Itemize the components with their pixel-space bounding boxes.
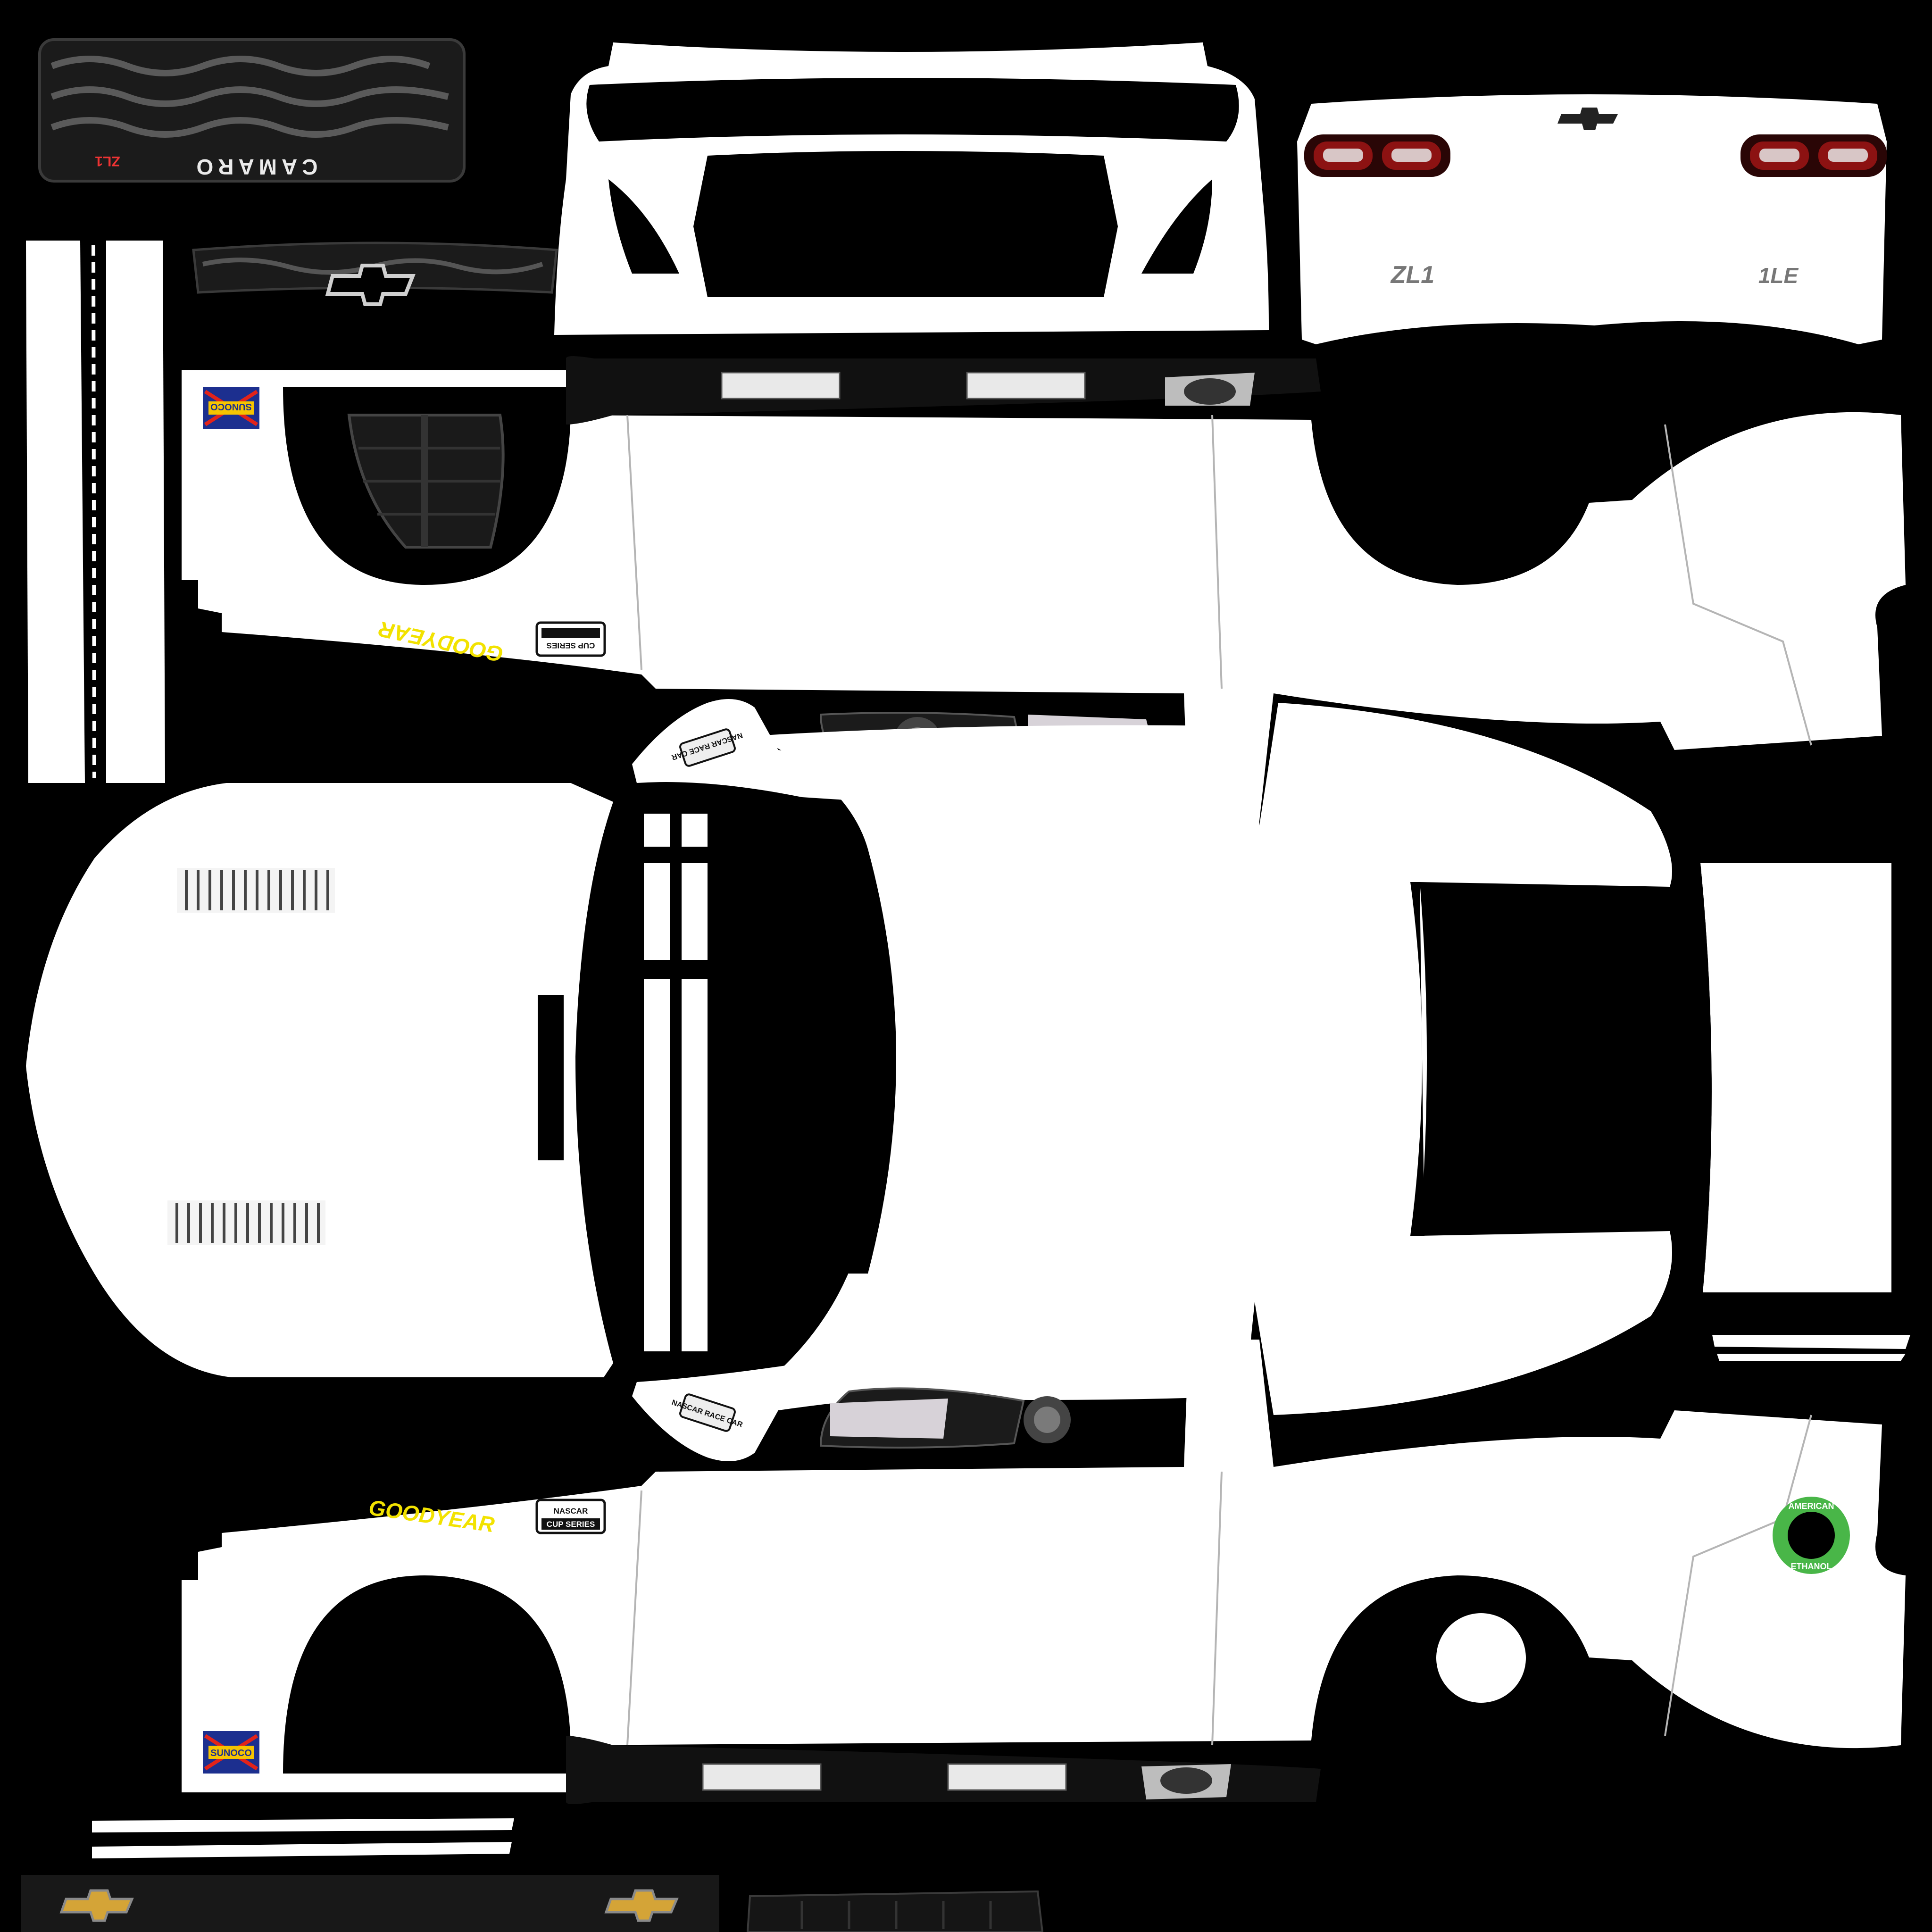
rear-diffuser-strip — [746, 1890, 1044, 1932]
upper-grille-panel: CAMARO ZL1 — [38, 38, 466, 183]
nascar-cup-series-decal-bottom: NASCAR CUP SERIES — [535, 1499, 606, 1534]
svg-text:NASCAR: NASCAR — [554, 1507, 588, 1516]
fender-vent-icon — [347, 414, 505, 549]
svg-text:SUNOCO: SUNOCO — [210, 1748, 252, 1758]
camaro-wordmark: CAMARO — [192, 155, 318, 179]
honeycomb-pattern — [50, 56, 449, 138]
hood-vent-icon — [177, 868, 335, 913]
nascar-cup-series-decal-top: NASCAR CUP SERIES — [535, 621, 606, 657]
side-vent-icon — [947, 1763, 1067, 1791]
svg-text:CUP SERIES: CUP SERIES — [547, 1520, 595, 1529]
svg-text:ETHANOL: ETHANOL — [1791, 1562, 1832, 1571]
headlight-strip-bottom: NASCAR RACE CAR — [632, 1344, 1208, 1461]
roof-panel — [755, 703, 1672, 1415]
sunoco-decal-bottom: SUNOCO — [203, 1731, 259, 1774]
hood-panel — [26, 783, 613, 1377]
zl1-rear-badge: ZL1 — [1390, 261, 1434, 289]
taillight-right — [1740, 134, 1887, 177]
fuel-filler-cap — [1436, 1613, 1526, 1703]
sunoco-decal-top: SUNOCO — [203, 387, 259, 429]
left-side-panel: SUNOCO GOODYEAR NASCAR CUP SERIES — [182, 356, 1906, 821]
cowl-stripes — [644, 814, 708, 1351]
zl1-badge: ZL1 — [95, 153, 120, 169]
bottom-strips — [92, 1818, 514, 1858]
chevrolet-bowtie-icon — [604, 1889, 679, 1922]
side-vent-icon — [702, 1763, 822, 1791]
hood-vent-icon — [167, 1200, 325, 1245]
chevrolet-bowtie-icon — [1557, 108, 1618, 130]
svg-text:NASCAR: NASCAR — [554, 641, 588, 650]
rear-fascia-strip — [21, 1875, 719, 1932]
1le-rear-badge: 1LE — [1758, 263, 1799, 288]
rear-panel: ZL1 1LE — [1297, 94, 1887, 344]
lower-grille — [192, 242, 558, 306]
decklid-panel — [1674, 863, 1891, 1292]
a-pillar-strip — [26, 241, 165, 783]
chevrolet-bowtie-icon — [325, 264, 416, 306]
taillight-left — [1304, 134, 1450, 177]
front-bumper-fascia — [554, 42, 1269, 335]
svg-text:AMERICAN: AMERICAN — [1789, 1501, 1834, 1511]
american-ethanol-decal: AMERICAN ETHANOL — [1773, 1497, 1850, 1574]
side-vent-icon — [721, 372, 841, 400]
svg-text:CUP SERIES: CUP SERIES — [547, 641, 595, 650]
side-vent-icon — [966, 372, 1086, 400]
headlight-icon — [819, 1387, 1071, 1449]
spoiler-strips — [1712, 1335, 1910, 1361]
chevrolet-bowtie-icon — [59, 1889, 134, 1922]
right-side-panel: SUNOCO GOODYEAR NASCAR CUP SERIES AMERIC… — [182, 1340, 1906, 1804]
svg-text:SUNOCO: SUNOCO — [210, 401, 252, 412]
